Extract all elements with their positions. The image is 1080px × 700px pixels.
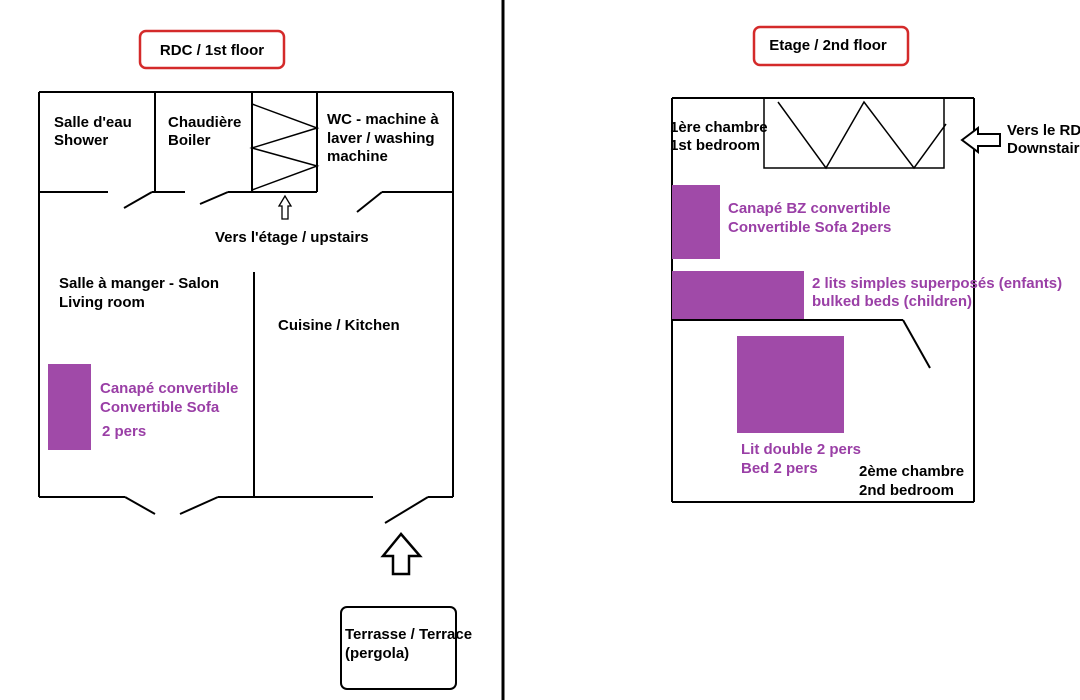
double-bed: [737, 336, 844, 433]
bz-sofa: [672, 185, 720, 259]
downstairs-arrow-icon: [960, 126, 1001, 154]
living-room-sofa: [48, 364, 91, 450]
terrace-box: [340, 606, 457, 690]
upper-floor-title: Etage / 2nd floor: [769, 37, 887, 54]
upper-floor-title-box: [752, 25, 910, 67]
downstairs-label: Vers le RDCDownstairs: [1007, 122, 1080, 157]
bunk-beds: [672, 271, 804, 319]
upstairs-label: Vers l'étage / upstairs: [215, 229, 369, 246]
kitchen-label: Cuisine / Kitchen: [278, 317, 400, 334]
sofa-pers-label: 2 pers: [102, 423, 146, 440]
ground-floor-plan: RDC / 1st floor: [38, 29, 472, 690]
bunk-beds-label: 2 lits simples superposés (enfants)bulke…: [812, 275, 1062, 310]
terrace-label: Terrasse / Terrace(pergola): [345, 626, 472, 662]
upstairs-arrow-icon: [277, 194, 293, 220]
ground-floor-title-box: [138, 29, 286, 70]
ground-floor-title: RDC / 1st floor: [160, 42, 264, 59]
entrance-arrow-icon: [380, 532, 423, 576]
